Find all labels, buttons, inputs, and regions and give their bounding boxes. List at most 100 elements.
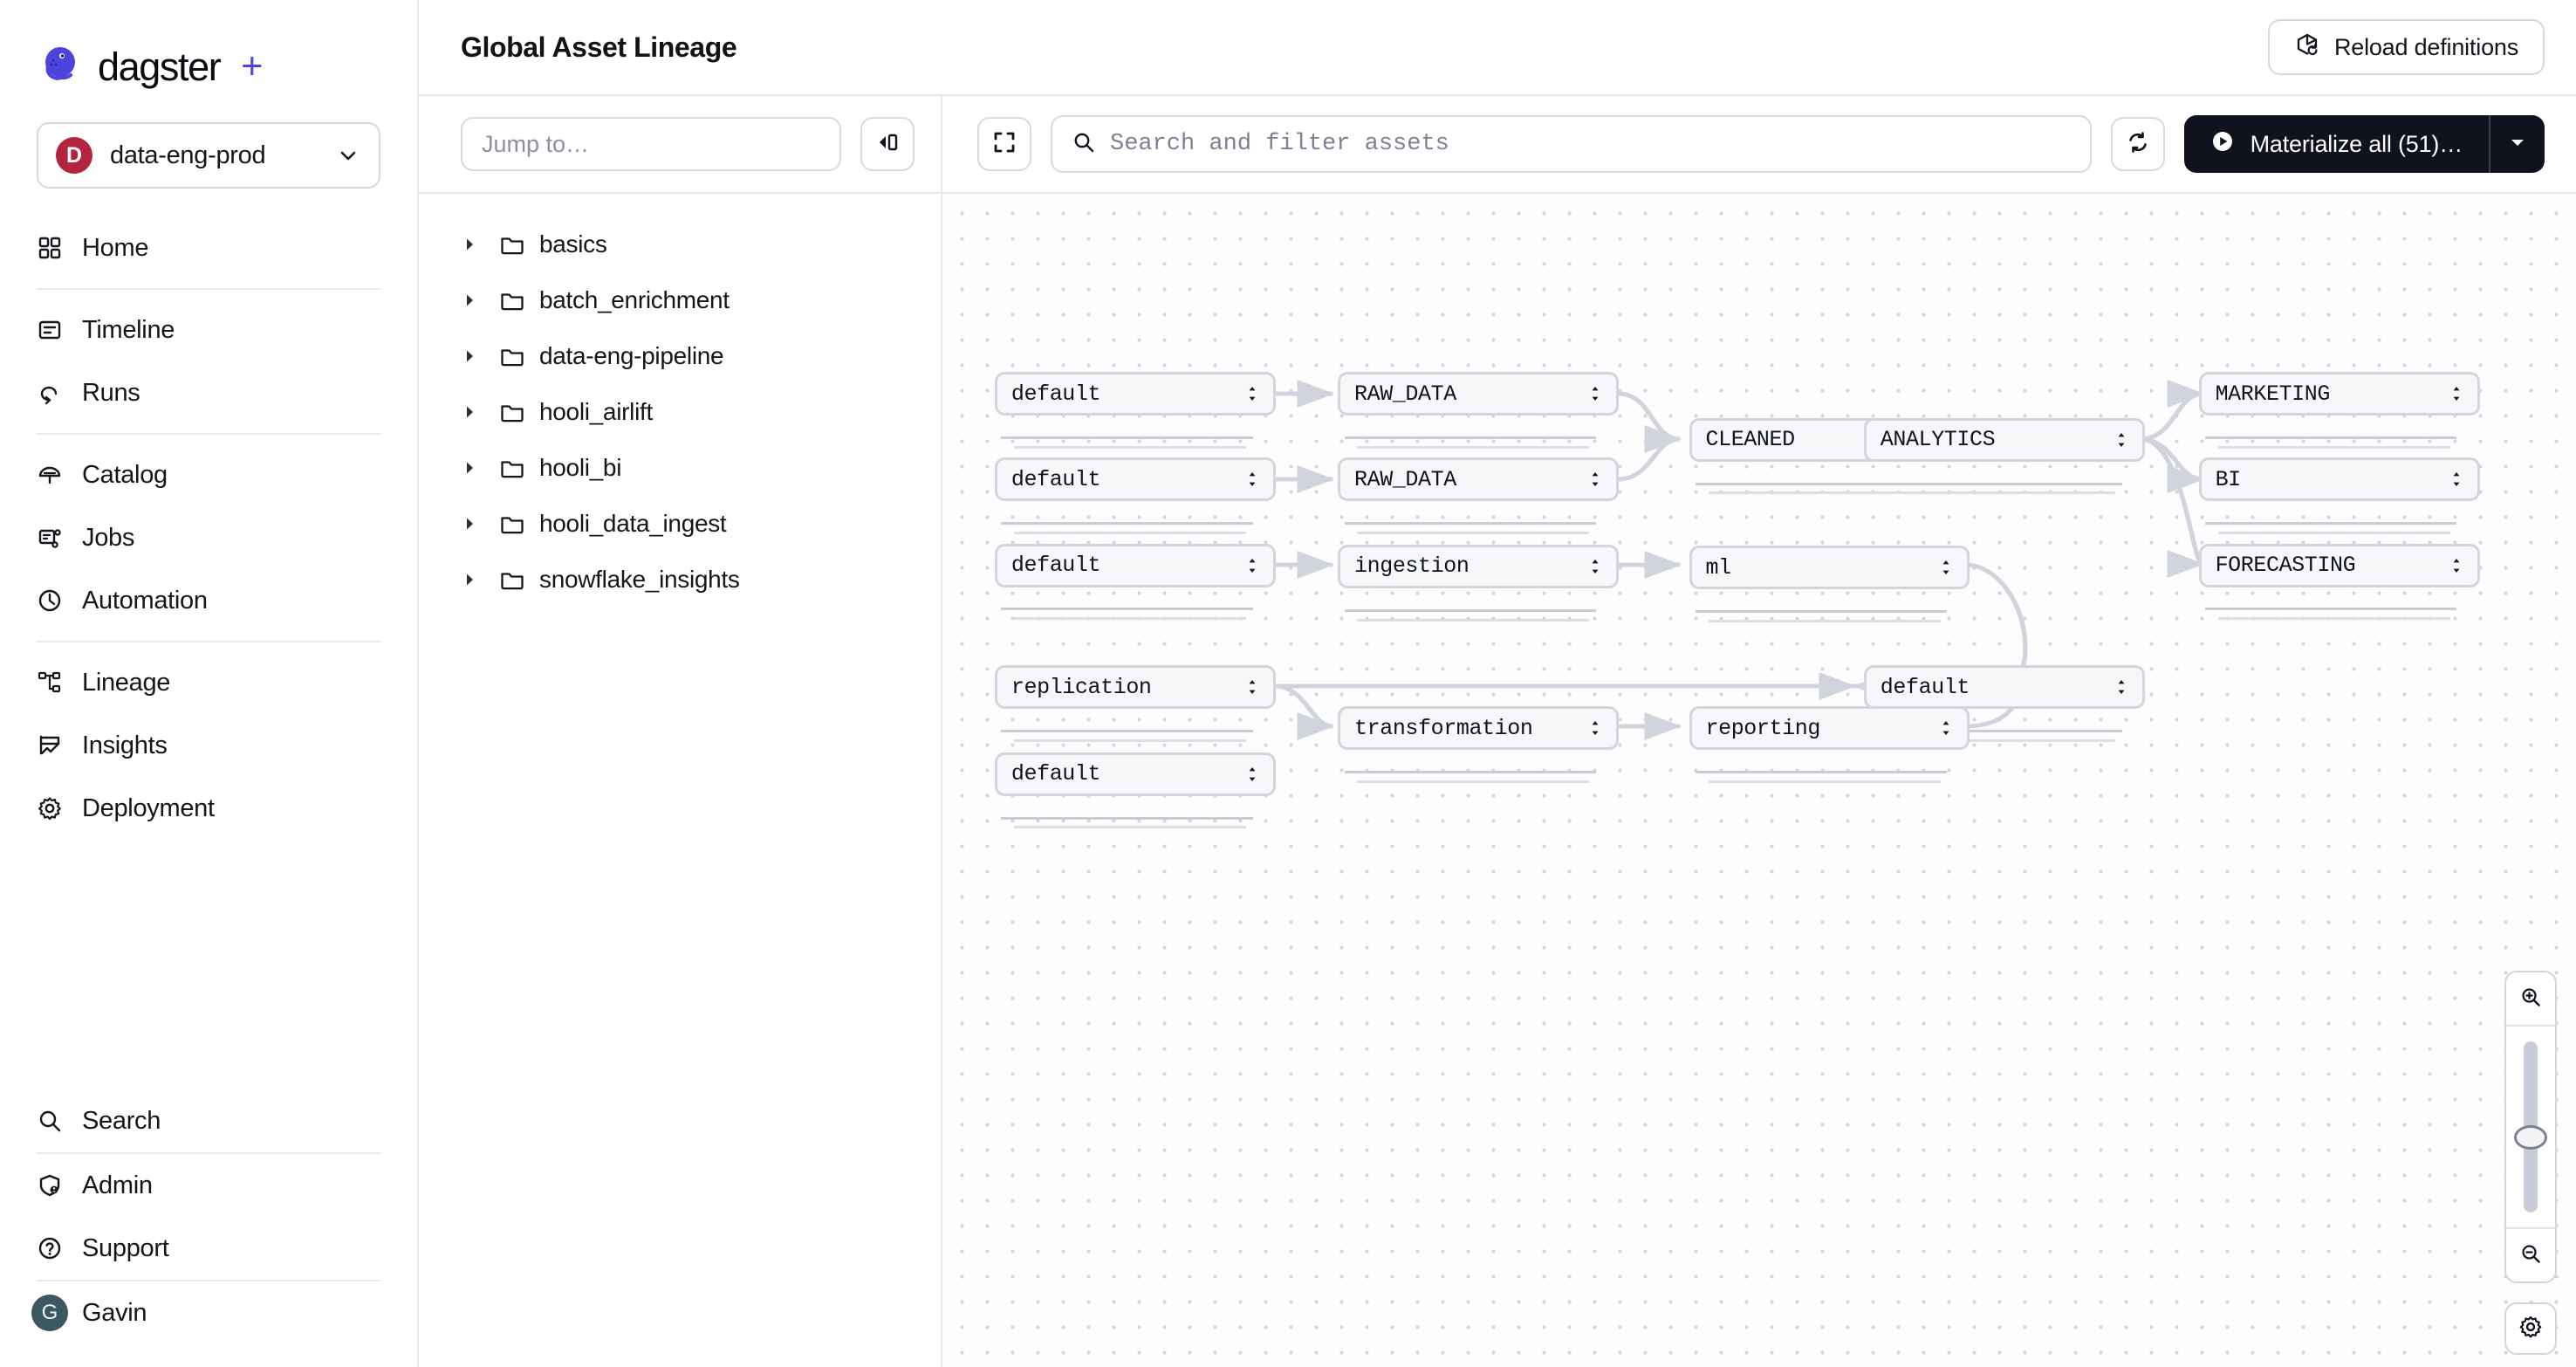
toolbar-left-group bbox=[419, 95, 942, 193]
asset-group-node[interactable]: ml bbox=[1689, 546, 1970, 590]
sidebar-item-search[interactable]: Search bbox=[0, 1089, 417, 1152]
asset-group-node[interactable]: MARKETING bbox=[2198, 372, 2480, 416]
folder-icon bbox=[499, 567, 539, 593]
list-item[interactable]: data-eng-pipeline bbox=[419, 328, 941, 384]
gear-icon bbox=[2518, 1314, 2544, 1344]
sidebar-item-label: Search bbox=[82, 1106, 161, 1135]
refresh-icon bbox=[2125, 129, 2151, 160]
sort-updown-icon[interactable] bbox=[2448, 553, 2465, 578]
asset-group-node[interactable]: default bbox=[1863, 665, 2145, 710]
sidebar-item-timeline[interactable]: Timeline bbox=[0, 299, 417, 361]
brand-logo-area[interactable]: dagster + bbox=[0, 0, 417, 98]
list-item[interactable]: batch_enrichment bbox=[419, 272, 941, 328]
zoom-in-button[interactable] bbox=[2506, 972, 2555, 1025]
collapse-panel-button[interactable] bbox=[860, 117, 915, 171]
fullscreen-button[interactable] bbox=[977, 117, 1031, 171]
node-label: reporting bbox=[1705, 715, 1821, 741]
asset-group-node[interactable]: default bbox=[994, 457, 1276, 502]
node-label: default bbox=[1011, 761, 1101, 787]
materialize-all-button[interactable]: Materialize all (51)… bbox=[2183, 115, 2545, 173]
caret-right-icon[interactable] bbox=[459, 346, 499, 367]
node-stack-line bbox=[1344, 608, 1596, 612]
asset-group-node[interactable]: ingestion bbox=[1338, 544, 1619, 588]
sort-updown-icon[interactable] bbox=[2113, 428, 2130, 452]
asset-group-node[interactable]: ANALYTICS bbox=[1863, 417, 2145, 462]
caret-right-icon[interactable] bbox=[459, 402, 499, 422]
deployment-picker[interactable]: D data-eng-prod bbox=[37, 122, 380, 189]
sidebar-item-catalog[interactable]: Catalog bbox=[0, 443, 417, 506]
sidebar-item-home[interactable]: Home bbox=[0, 216, 417, 279]
caret-right-icon[interactable] bbox=[459, 290, 499, 311]
page-title: Global Asset Lineage bbox=[461, 31, 737, 63]
sort-updown-icon[interactable] bbox=[1243, 467, 1261, 491]
asset-group-node[interactable]: FORECASTING bbox=[2198, 543, 2480, 587]
list-item[interactable]: basics bbox=[419, 216, 941, 272]
list-item[interactable]: hooli_airlift bbox=[419, 384, 941, 440]
asset-group-node[interactable]: default bbox=[994, 543, 1276, 587]
sort-updown-icon[interactable] bbox=[1937, 555, 1955, 580]
caret-right-icon[interactable] bbox=[459, 569, 499, 590]
sort-updown-icon[interactable] bbox=[1937, 716, 1955, 740]
sidebar-item-admin[interactable]: Admin bbox=[0, 1154, 417, 1217]
asset-group-node[interactable]: transformation bbox=[1338, 706, 1619, 751]
folder-icon bbox=[499, 343, 539, 369]
sidebar-item-user[interactable]: G Gavin bbox=[0, 1281, 417, 1344]
sidebar-item-insights[interactable]: Insights bbox=[0, 714, 417, 777]
asset-group-node[interactable]: RAW_DATA bbox=[1338, 372, 1619, 416]
sidebar-item-runs[interactable]: Runs bbox=[0, 361, 417, 424]
sort-updown-icon[interactable] bbox=[1243, 762, 1261, 787]
list-item[interactable]: snowflake_insights bbox=[419, 552, 941, 608]
asset-group-node[interactable]: BI bbox=[2198, 457, 2480, 502]
list-item[interactable]: hooli_data_ingest bbox=[419, 496, 941, 552]
sidebar-item-jobs[interactable]: Jobs bbox=[0, 506, 417, 569]
sidebar-item-label: Insights bbox=[82, 731, 168, 759]
search-placeholder-text: Search and filter assets bbox=[1110, 131, 1449, 157]
sort-updown-icon[interactable] bbox=[2448, 467, 2465, 491]
asset-search-field[interactable]: Search and filter assets bbox=[1051, 115, 2092, 173]
deployment-avatar: D bbox=[56, 137, 92, 174]
sort-updown-icon[interactable] bbox=[1243, 675, 1261, 699]
list-item[interactable]: hooli_bi bbox=[419, 440, 941, 496]
node-stack-line bbox=[1708, 619, 1941, 622]
sidebar-item-deployment[interactable]: Deployment bbox=[0, 777, 417, 840]
sort-updown-icon[interactable] bbox=[1586, 467, 1604, 491]
collapse-panel-icon bbox=[874, 129, 901, 160]
sort-updown-icon[interactable] bbox=[2113, 675, 2130, 699]
sidebar-item-automation[interactable]: Automation bbox=[0, 569, 417, 632]
sort-updown-icon[interactable] bbox=[1243, 381, 1261, 406]
sort-updown-icon[interactable] bbox=[1586, 716, 1604, 740]
node-label: CLEANED bbox=[1705, 427, 1796, 453]
zoom-out-button[interactable] bbox=[2506, 1229, 2555, 1281]
asset-group-node[interactable]: default bbox=[994, 372, 1276, 416]
caret-right-icon[interactable] bbox=[459, 457, 499, 478]
asset-group-node[interactable]: replication bbox=[994, 665, 1276, 710]
materialize-all-main[interactable]: Materialize all (51)… bbox=[2184, 115, 2490, 173]
caret-right-icon[interactable] bbox=[459, 234, 499, 255]
jump-to-input[interactable] bbox=[461, 117, 841, 171]
sort-updown-icon[interactable] bbox=[1586, 554, 1604, 579]
sort-updown-icon[interactable] bbox=[1586, 381, 1604, 406]
asset-group-node[interactable]: RAW_DATA bbox=[1338, 457, 1619, 502]
caret-right-icon[interactable] bbox=[459, 513, 499, 534]
sort-updown-icon[interactable] bbox=[2448, 381, 2465, 406]
asset-group-node[interactable]: reporting bbox=[1689, 706, 1970, 751]
refresh-button[interactable] bbox=[2110, 117, 2165, 171]
left-sidebar: dagster + D data-eng-prod bbox=[0, 0, 419, 1367]
zoom-slider-thumb[interactable] bbox=[2514, 1125, 2547, 1150]
zoom-slider[interactable] bbox=[2506, 1027, 2555, 1227]
node-stack-line bbox=[1001, 816, 1253, 820]
sidebar-item-lineage[interactable]: Lineage bbox=[0, 651, 417, 714]
sort-updown-icon[interactable] bbox=[1243, 553, 1261, 578]
asset-group-node[interactable]: default bbox=[994, 752, 1276, 796]
gear-icon bbox=[37, 795, 63, 821]
folder-icon bbox=[499, 455, 539, 481]
sidebar-item-support[interactable]: Support bbox=[0, 1217, 417, 1280]
sidebar-item-label: Catalog bbox=[82, 460, 168, 489]
reload-definitions-button[interactable]: Reload definitions bbox=[2267, 19, 2545, 75]
asset-lineage-canvas[interactable]: default default default bbox=[942, 194, 2576, 1367]
graph-settings-button[interactable] bbox=[2504, 1302, 2557, 1355]
nav-group-definitions: Catalog Jobs bbox=[0, 435, 417, 641]
materialize-dropdown-button[interactable] bbox=[2490, 115, 2545, 173]
reload-definitions-label: Reload definitions bbox=[2333, 33, 2518, 60]
